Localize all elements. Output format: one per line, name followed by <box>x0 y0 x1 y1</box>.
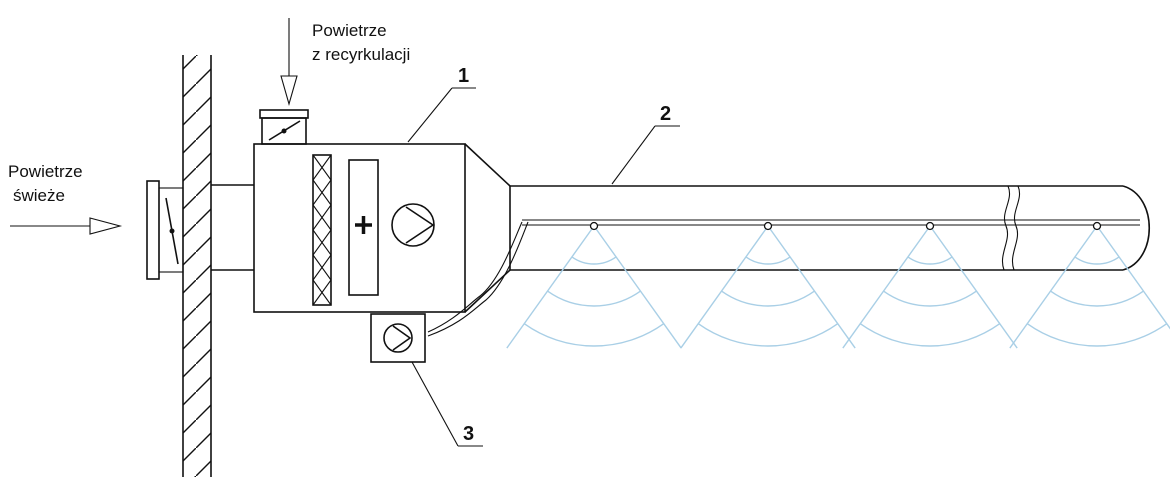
nozzle <box>506 221 682 349</box>
nozzle <box>680 221 856 349</box>
nozzle <box>1009 221 1170 349</box>
spray-fan <box>506 225 682 349</box>
callout-2-number: 2 <box>660 103 671 125</box>
spray-duct <box>427 185 1151 337</box>
spray-fan <box>680 225 856 349</box>
recirculation-arrow <box>280 18 298 107</box>
spray-edge <box>1009 225 1098 349</box>
nozzle <box>842 221 1018 349</box>
nozzle-head <box>589 221 599 231</box>
pump-icon <box>383 323 413 353</box>
spray-edge <box>1096 225 1170 330</box>
spray-edge <box>680 225 769 349</box>
recirculation-damper <box>259 109 309 145</box>
callout-1: 1 <box>407 65 476 143</box>
spray-edge <box>593 225 682 349</box>
filter-icon <box>312 154 332 306</box>
callout-1-number: 1 <box>458 65 469 87</box>
spray-arc <box>1050 290 1144 307</box>
spray-arc <box>721 290 815 307</box>
nozzle-head <box>1092 221 1102 231</box>
spray-fan <box>842 225 1018 349</box>
spray-arc <box>571 256 617 265</box>
recirculation-label-line1: Powietrze <box>312 21 387 40</box>
fresh-air-arrow <box>10 217 123 235</box>
spray-arc <box>859 323 1001 347</box>
air-handling-unit <box>253 143 466 313</box>
spray-arc <box>547 290 641 307</box>
fresh-air-inlet <box>146 180 254 280</box>
spray-edge <box>929 225 1018 349</box>
spray-edge <box>842 225 931 349</box>
nozzle-head <box>925 221 935 231</box>
spray-arc <box>1074 256 1120 265</box>
fresh-air-label-line2: świeże <box>13 186 65 205</box>
spray-arc <box>1026 323 1168 347</box>
wall <box>182 55 212 477</box>
nozzle-head <box>763 221 773 231</box>
fan-icon <box>391 203 435 247</box>
spray-arc <box>907 256 953 265</box>
spray-arc <box>745 256 791 265</box>
spray-fan <box>1009 225 1170 349</box>
callout-2: 2 <box>611 103 680 185</box>
callout-3-number: 3 <box>463 423 474 445</box>
nozzle-group <box>506 221 1170 349</box>
spray-arc <box>883 290 977 307</box>
duct-transition <box>464 143 511 313</box>
fresh-air-label-line1: Powietrze <box>8 162 83 181</box>
spray-arc <box>697 323 839 347</box>
heater <box>348 159 379 296</box>
plus-icon <box>355 216 372 234</box>
pump <box>370 313 426 363</box>
recirculation-label-line2: z recyrkulacji <box>312 45 410 64</box>
callout-3: 3 <box>411 361 483 447</box>
spray-arc <box>523 323 665 347</box>
spray-edge <box>767 225 856 349</box>
spray-edge <box>506 225 595 349</box>
